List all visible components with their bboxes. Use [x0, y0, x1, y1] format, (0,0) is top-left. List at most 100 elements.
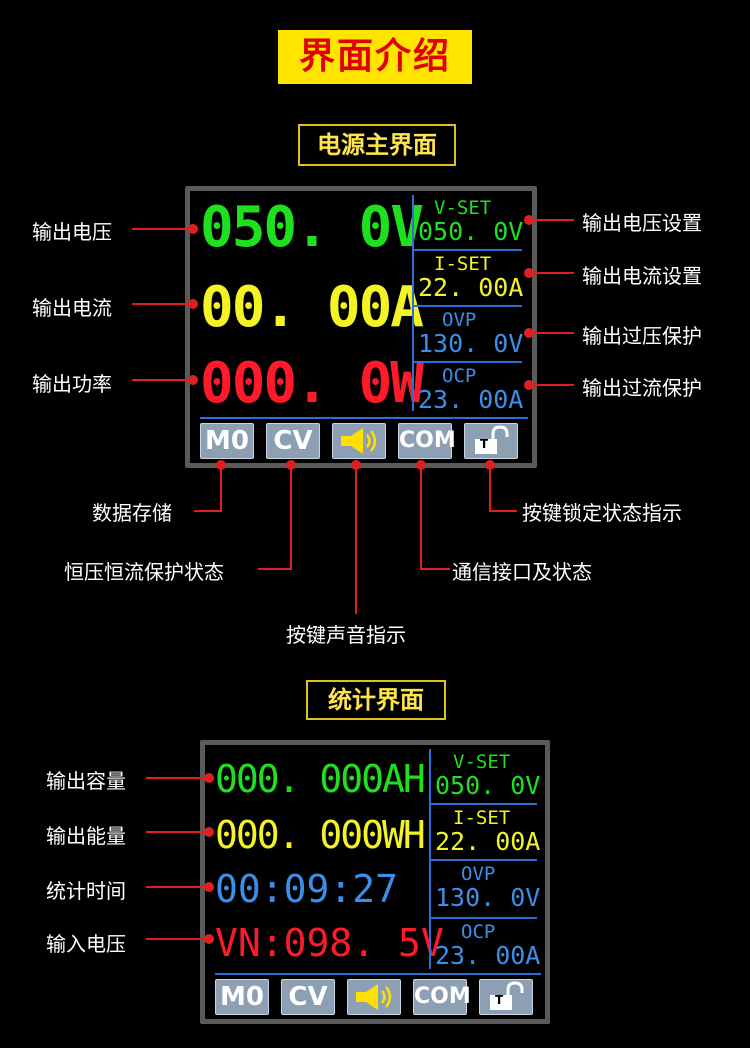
- leader-line: [489, 466, 491, 512]
- divider: [431, 917, 537, 919]
- label-vset: 输出电压设置: [582, 211, 702, 235]
- leader-line: [530, 384, 574, 386]
- iset-label: I-SET: [453, 807, 511, 829]
- ocp-label: OCP: [461, 921, 496, 943]
- iset-value: 22. 00A: [435, 827, 541, 856]
- ocp-label: OCP: [442, 365, 477, 387]
- lock-label: T: [495, 993, 504, 1007]
- ovp-label: OVP: [461, 863, 496, 885]
- iset-value: 22. 00A: [418, 273, 524, 302]
- label-memory: 数据存储: [92, 501, 172, 525]
- time-readout: 00:09:27: [215, 867, 399, 911]
- divider: [431, 859, 537, 861]
- sound-icon: [332, 423, 386, 459]
- label-ocp: 输出过流保护: [582, 376, 702, 400]
- leader-dot: [216, 460, 226, 470]
- label-lock: 按键锁定状态指示: [522, 501, 682, 525]
- label-output-voltage: 输出电压: [32, 220, 112, 244]
- cv-cc-status-icon: CV: [266, 423, 320, 459]
- vset-value: 050. 0V: [418, 217, 524, 246]
- vset-value: 050. 0V: [435, 771, 541, 800]
- leader-line: [530, 332, 574, 334]
- lock-icon: T: [479, 979, 533, 1015]
- leader-dot: [188, 299, 198, 309]
- leader-dot: [416, 460, 426, 470]
- divider: [414, 305, 522, 307]
- leader-line: [132, 379, 192, 381]
- leader-dot: [524, 268, 534, 278]
- leader-line: [146, 831, 206, 833]
- divider: [414, 249, 522, 251]
- stats-section-title: 统计界面: [306, 680, 446, 720]
- leader-dot: [351, 460, 361, 470]
- leader-dot: [524, 328, 534, 338]
- memory-status-icon: M0: [200, 423, 254, 459]
- cv-cc-status-icon: CV: [281, 979, 335, 1015]
- output-current-readout: 00. 00A: [200, 275, 424, 340]
- label-comm: 通信接口及状态: [452, 560, 592, 584]
- leader-line: [489, 510, 517, 512]
- status-divider: [215, 973, 541, 975]
- leader-line: [132, 303, 192, 305]
- ocp-value: 23. 00A: [435, 941, 541, 970]
- leader-line: [530, 272, 574, 274]
- ocp-value: 23. 00A: [418, 385, 524, 414]
- status-divider: [200, 417, 528, 419]
- vset-label: V-SET: [434, 197, 492, 219]
- leader-line: [530, 219, 574, 221]
- page-title: 界面介绍: [278, 30, 472, 84]
- sound-icon: [347, 979, 401, 1015]
- label-sound: 按键声音指示: [286, 623, 406, 647]
- leader-line: [420, 568, 450, 570]
- ovp-value: 130. 0V: [418, 329, 524, 358]
- settings-panel: V-SET 050. 0V I-SET 22. 00A OVP 130. 0V …: [412, 195, 532, 414]
- leader-line: [258, 568, 292, 570]
- leader-dot: [188, 375, 198, 385]
- capacity-readout: 000. 000AH: [215, 757, 426, 801]
- leader-dot: [204, 827, 214, 837]
- leader-dot: [286, 460, 296, 470]
- label-cv-cc: 恒压恒流保护状态: [64, 560, 224, 584]
- vset-label: V-SET: [453, 751, 511, 773]
- leader-line: [420, 466, 422, 570]
- leader-dot: [204, 882, 214, 892]
- output-voltage-readout: 050. 0V: [200, 195, 424, 260]
- energy-readout: 000. 000WH: [215, 813, 426, 857]
- label-output-power: 输出功率: [32, 372, 112, 396]
- leader-dot: [204, 773, 214, 783]
- power-screen: 050. 0V 00. 00A 000. 0W V-SET 050. 0V I-…: [185, 186, 537, 468]
- leader-dot: [188, 224, 198, 234]
- input-voltage-readout: VN:098. 5V: [215, 921, 444, 965]
- iset-label: I-SET: [434, 253, 492, 275]
- memory-status-icon: M0: [215, 979, 269, 1015]
- power-section-title: 电源主界面: [298, 124, 456, 166]
- settings-panel: V-SET 050. 0V I-SET 22. 00A OVP 130. 0V …: [429, 749, 545, 970]
- leader-line: [220, 466, 222, 512]
- stats-screen: 000. 000AH 000. 000WH 00:09:27 VN:098. 5…: [200, 740, 550, 1024]
- comm-status-icon: COM: [398, 423, 456, 459]
- label-time: 统计时间: [46, 879, 126, 903]
- ovp-label: OVP: [442, 309, 477, 331]
- label-input-voltage: 输入电压: [46, 932, 126, 956]
- leader-line: [146, 777, 206, 779]
- divider: [431, 803, 537, 805]
- leader-dot: [204, 934, 214, 944]
- lock-icon: T: [464, 423, 518, 459]
- divider: [414, 361, 522, 363]
- label-energy: 输出能量: [46, 824, 126, 848]
- label-ovp: 输出过压保护: [582, 324, 702, 348]
- leader-line: [355, 466, 357, 614]
- leader-line: [194, 510, 222, 512]
- leader-dot: [524, 380, 534, 390]
- label-capacity: 输出容量: [46, 769, 126, 793]
- comm-status-icon: COM: [413, 979, 471, 1015]
- leader-line: [146, 938, 206, 940]
- leader-dot: [524, 215, 534, 225]
- leader-dot: [485, 460, 495, 470]
- ovp-value: 130. 0V: [435, 883, 541, 912]
- lock-label: T: [480, 437, 489, 451]
- leader-line: [132, 228, 192, 230]
- leader-line: [290, 466, 292, 570]
- output-power-readout: 000. 0W: [200, 351, 424, 416]
- label-iset: 输出电流设置: [582, 264, 702, 288]
